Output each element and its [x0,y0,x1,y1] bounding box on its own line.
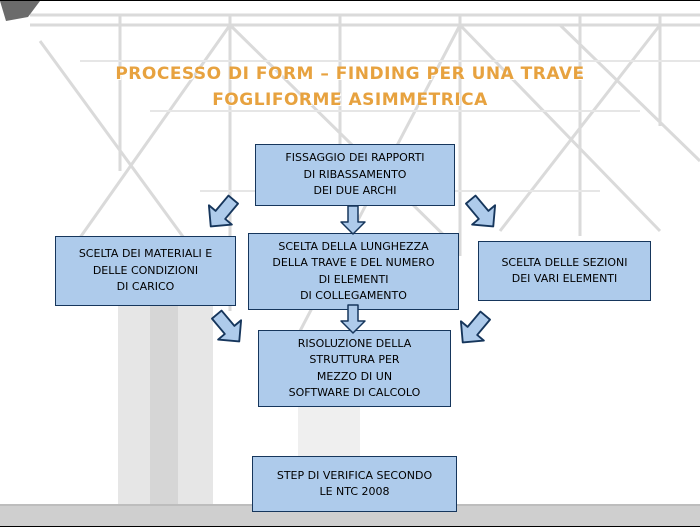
flow-box-scelta-sezioni: SCELTA DELLE SEZIONI DEI VARI ELEMENTI [478,241,651,301]
flow-box-scelta-lunghezza: SCELTA DELLA LUNGHEZZA DELLA TRAVE E DEL… [248,233,459,310]
flow-box-scelta-materiali: SCELTA DEI MATERIALI E DELLE CONDIZIONI … [55,236,236,306]
corner-mark [0,1,40,21]
flow-box-risoluzione-struttura: RISOLUZIONE DELLA STRUTTURA PER MEZZO DI… [258,330,451,407]
flow-box-step-verifica: STEP DI VERIFICA SECONDO LE NTC 2008 [252,456,457,512]
flow-box-fissaggio-rapporti: FISSAGGIO DEI RAPPORTI DI RIBASSAMENTO D… [255,144,455,206]
slide-title: PROCESSO DI FORM – FINDING PER UNA TRAVE… [115,64,585,111]
